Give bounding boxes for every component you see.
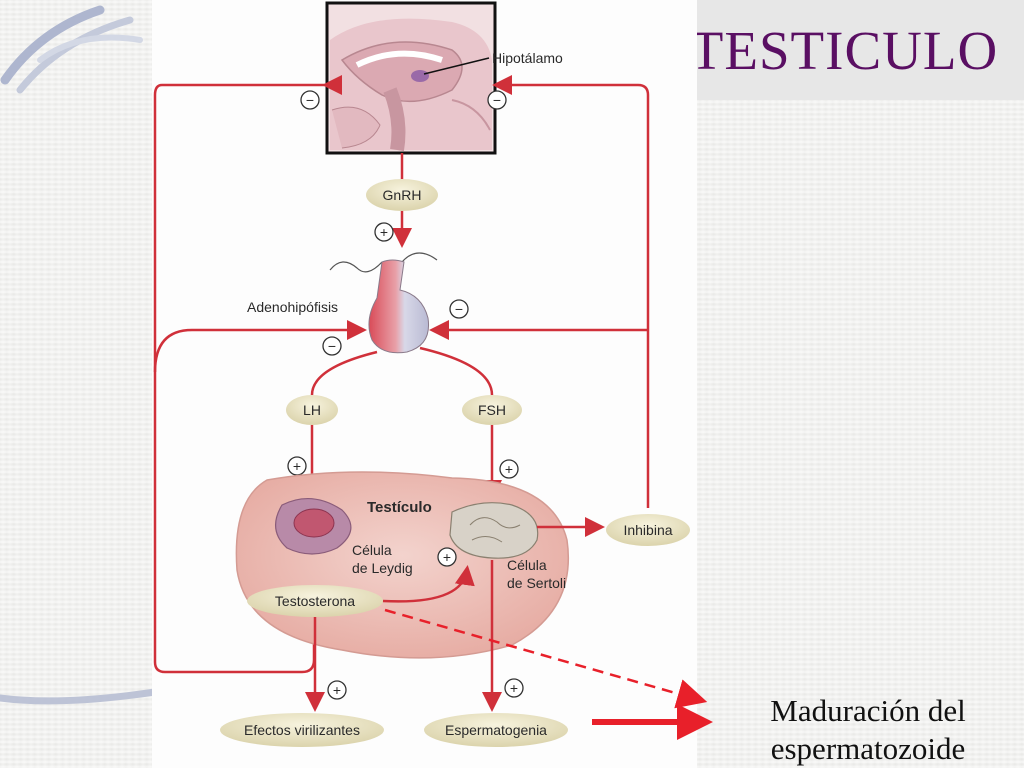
pituitary-gland: [329, 252, 438, 354]
inhibina-pill: [606, 514, 690, 546]
minus-sign-pit-right: −: [449, 299, 469, 319]
decorative-waves: [0, 5, 143, 94]
svg-text:−: −: [455, 301, 463, 317]
efectos-label: Efectos virilizantes: [244, 722, 360, 738]
hypothalamus-box: [325, 1, 497, 155]
leydig-line1: Célula: [352, 542, 392, 558]
sertoli-line1: Célula: [507, 557, 547, 573]
svg-text:+: +: [505, 461, 513, 477]
plus-sign-gnrh: +: [374, 222, 394, 242]
testosterone-feedback-pituitary: [153, 320, 367, 373]
minus-sign-hypo-right: −: [487, 90, 507, 110]
lh-pill: [286, 395, 338, 425]
minus-sign-pit-left: −: [322, 336, 342, 356]
svg-text:−: −: [328, 338, 336, 354]
maduracion-line1: Maduración del: [770, 693, 966, 728]
svg-text:+: +: [333, 682, 341, 698]
efectos-pill: [220, 713, 384, 747]
inhibina-label: Inhibina: [623, 522, 672, 538]
testosterona-label: Testosterona: [275, 593, 355, 609]
inhibin-feedback-hypothalamus: [492, 75, 650, 508]
testosterona-pill: [247, 585, 383, 617]
maduracion-annotation: Maduración del espermatozoide: [712, 692, 1024, 768]
endocrine-figure: Hipotálamo GnRH Adenohipófisis − −: [152, 0, 697, 768]
svg-text:−: −: [306, 92, 314, 108]
minus-sign-hypo-left: −: [300, 90, 320, 110]
svg-text:+: +: [510, 680, 518, 696]
espermatogenia-label: Espermatogenia: [445, 722, 547, 738]
adenohipofisis-label: Adenohipófisis: [247, 299, 338, 315]
sertoli-line2: de Sertoli: [507, 575, 566, 591]
plus-sign-efectos: +: [327, 680, 347, 700]
leydig-line2: de Leydig: [352, 560, 413, 576]
svg-text:−: −: [493, 92, 501, 108]
testiculo-label: Testículo: [367, 499, 432, 516]
hypothalamus-pointer: [423, 57, 490, 75]
fsh-label: FSH: [478, 402, 506, 418]
sertoli-cell: [449, 502, 539, 559]
decorative-wave-bottom: [0, 688, 159, 705]
svg-text:+: +: [293, 458, 301, 474]
plus-sign-espermatogenia: +: [504, 678, 524, 698]
plus-sign-fsh: +: [499, 459, 519, 479]
lh-label: LH: [303, 402, 321, 418]
fsh-pill: [462, 395, 522, 425]
plus-sign-lh: +: [287, 456, 307, 476]
hypothalamus-label: Hipotálamo: [492, 50, 563, 66]
gnrh-label: GnRH: [383, 187, 422, 203]
svg-text:+: +: [380, 224, 388, 240]
espermatogenia-pill: [424, 713, 568, 747]
slide-title: TESTICULO: [664, 0, 1024, 100]
svg-text:+: +: [443, 549, 451, 565]
hormone-axis-diagram: Hipotálamo GnRH Adenohipófisis − −: [153, 1, 690, 747]
plus-sign-testosterona: +: [437, 547, 457, 567]
maduracion-line2: espermatozoide: [770, 731, 966, 766]
gnrh-pill: [366, 179, 438, 211]
testosterone-feedback-hypothalamus: [153, 75, 342, 674]
